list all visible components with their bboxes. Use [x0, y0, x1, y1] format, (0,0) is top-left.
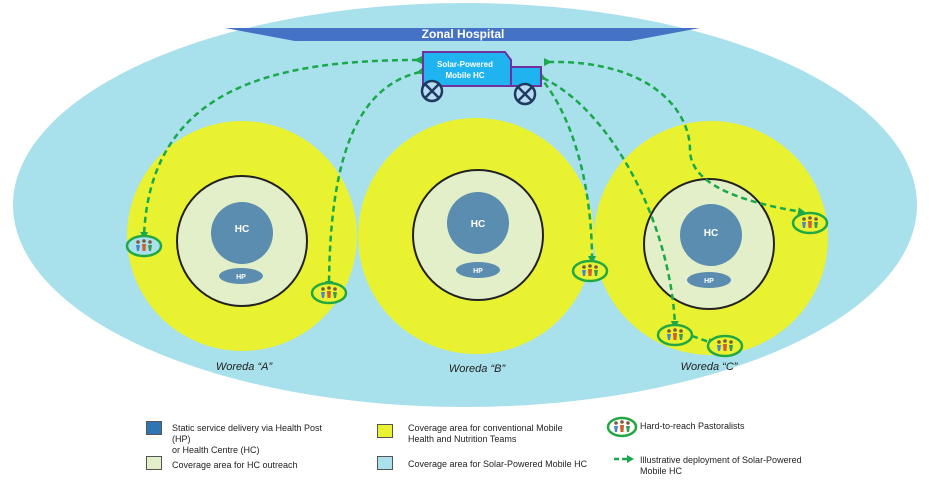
pastoralist-group: [571, 259, 609, 283]
woreda-c-label: Woreda “C”: [681, 361, 739, 373]
woreda-a-hp-label: HP: [236, 274, 246, 281]
legend-pastoralist-text: Hard-to-reach Pastoralists: [640, 421, 745, 431]
pastoralist-group: [125, 234, 163, 258]
deployment-arrow-to-a-right: [325, 67, 425, 289]
legend-solar-swatch: [377, 456, 393, 470]
zonal-hospital-label: Zonal Hospital: [422, 27, 505, 41]
woreda-a-label: Woreda “A”: [216, 361, 274, 373]
deployment-arrow-c-between: [691, 334, 716, 346]
legend-pastoralist-icon: [606, 416, 638, 438]
woreda-c-hp: [687, 272, 731, 288]
woreda-b-hp-label: HP: [473, 268, 483, 275]
woreda-c-hc: [680, 204, 742, 266]
pastoralist-group: [310, 281, 348, 305]
deployment-arrows: [140, 55, 806, 346]
woreda-c-hc-label: HC: [704, 228, 718, 239]
pastoralist-group: [791, 211, 829, 235]
truck-wheel-rear: [420, 79, 444, 103]
deployment-arrow-to-c-bottom: [537, 72, 679, 329]
legend-conventional-swatch: [377, 424, 393, 438]
truck-label-line1: Solar-Powered: [437, 60, 493, 69]
woreda-a-hp: [219, 268, 263, 284]
woreda-c-hp-label: HP: [704, 278, 714, 285]
legend-static-swatch: [146, 421, 162, 435]
legend-static-line1: Static service delivery via Health Post …: [172, 423, 323, 444]
legend-deployment-text: Illustrative deployment of Solar-Powered…: [640, 455, 840, 477]
truck-label-line2: Mobile HC: [445, 71, 484, 80]
legend-solar-text: Coverage area for Solar-Powered Mobile H…: [408, 459, 588, 469]
legend-conventional-line1: Coverage area for conventional Mobile: [408, 423, 563, 433]
legend-static-text: Static service delivery via Health Post …: [172, 423, 342, 456]
truck-wheel-front: [513, 82, 537, 106]
zonal-hospital-banner: [225, 28, 700, 41]
legend-conventional-line2: Health and Nutrition Teams: [408, 434, 517, 444]
pastoralist-group: [706, 334, 744, 358]
legend-outreach-swatch: [146, 456, 162, 470]
woreda-b-hc-label: HC: [471, 219, 485, 230]
pastoralist-group: [656, 323, 694, 347]
legend-static-line2: or Health Centre (HC): [172, 445, 260, 455]
solar-mobile-hc-truck: Solar-Powered Mobile HC: [420, 51, 542, 106]
legend-outreach-text: Coverage area for HC outreach: [172, 460, 298, 470]
legend-deployment-line1: Illustrative deployment of Solar-Powered: [640, 455, 802, 465]
legend-deployment-line2: Mobile HC: [640, 466, 683, 476]
deployment-arrow-to-c-right: [543, 58, 806, 216]
legend-conventional-text: Coverage area for conventional Mobile He…: [408, 423, 578, 445]
legend-arrow-icon: [614, 455, 634, 463]
woreda-b-hp: [456, 262, 500, 278]
deployment-arrow-to-a-left: [140, 55, 423, 240]
woreda-b-label: Woreda “B”: [449, 363, 507, 375]
woreda-b-hc: [447, 192, 509, 254]
